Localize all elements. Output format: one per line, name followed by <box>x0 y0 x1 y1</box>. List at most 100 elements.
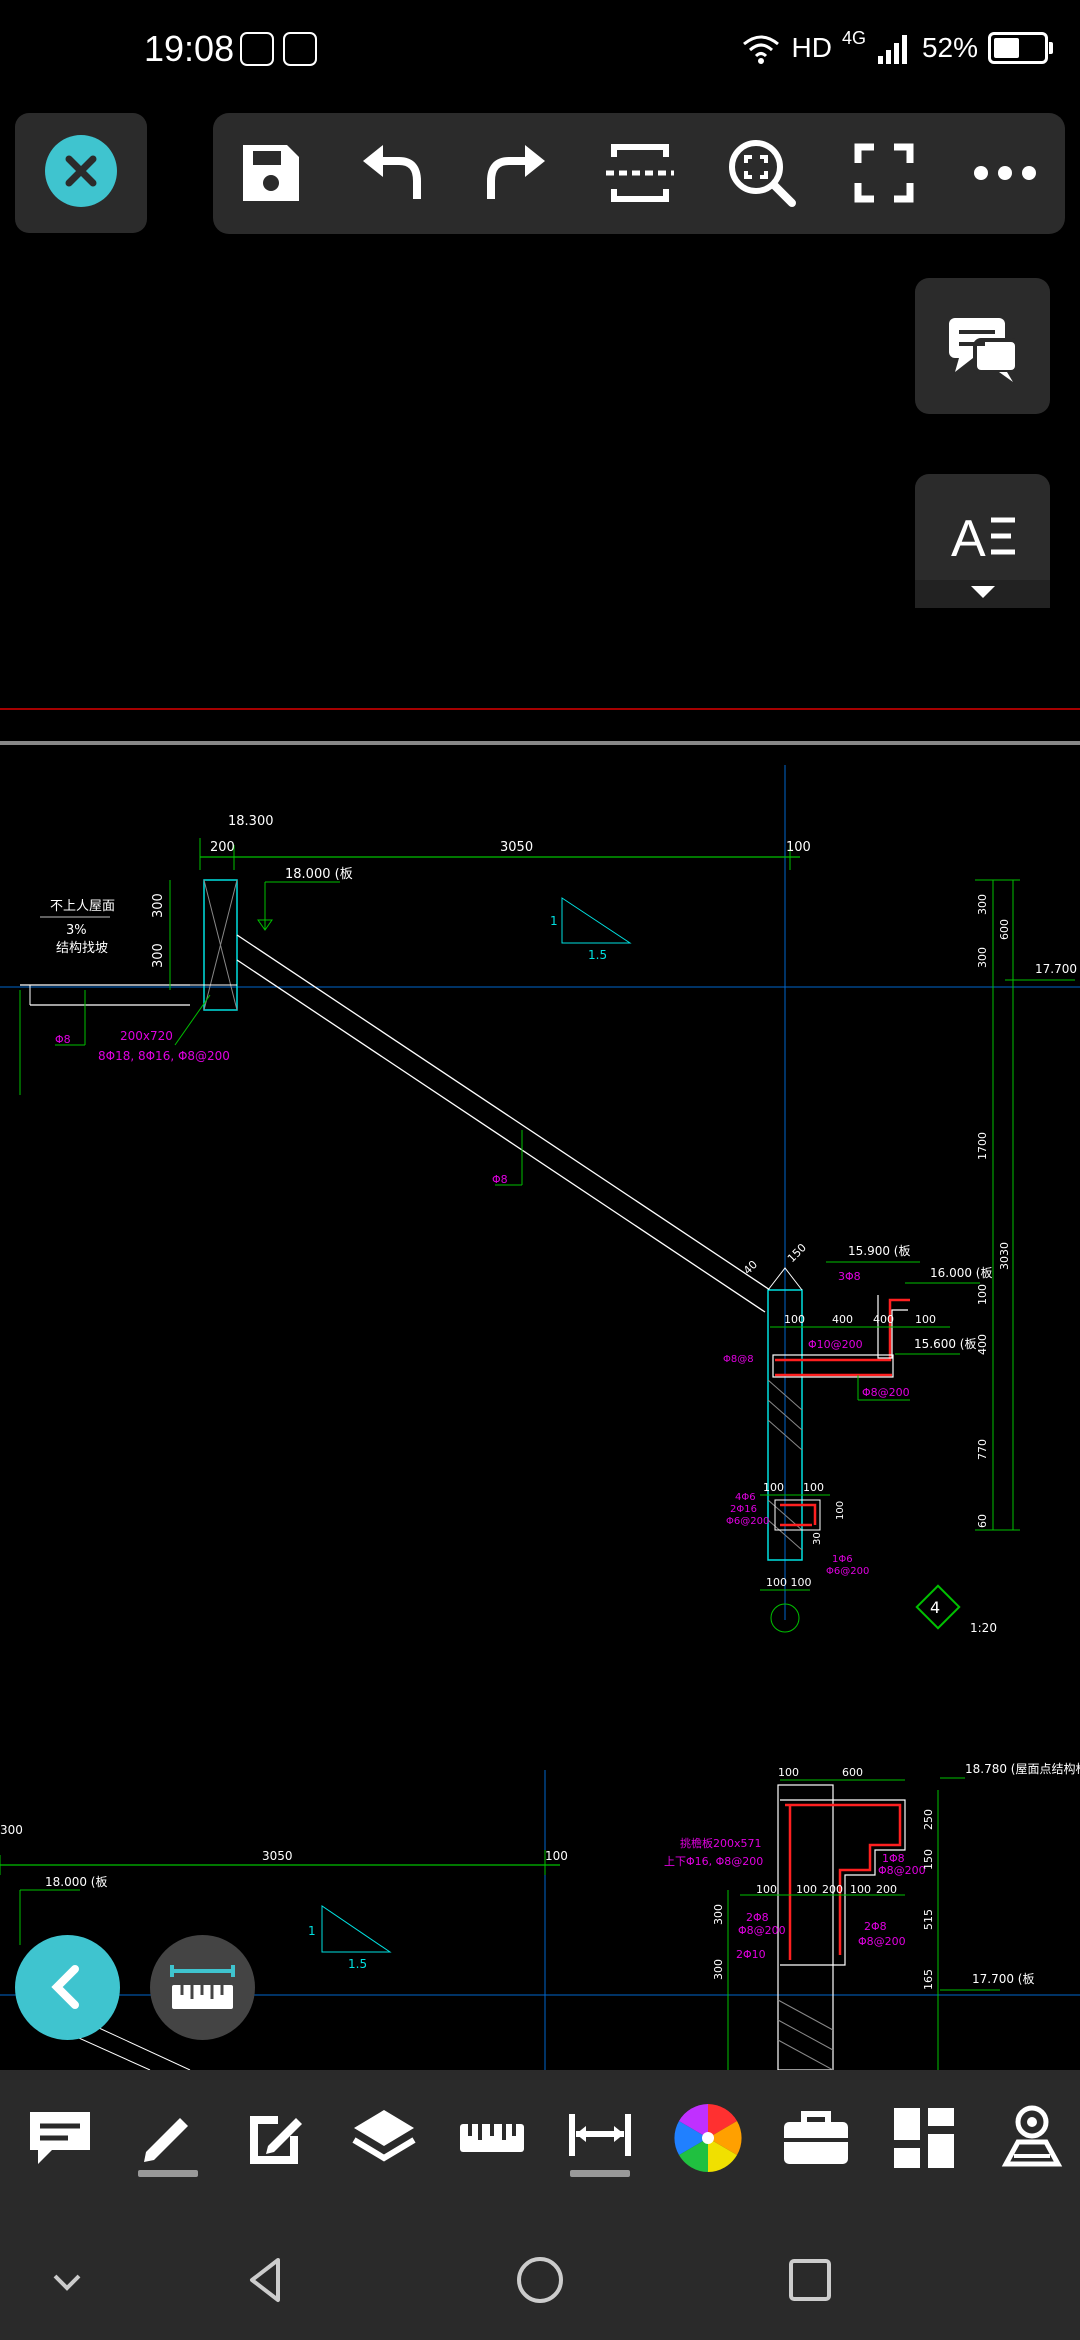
text-style-button[interactable]: A <box>915 474 1050 608</box>
layout-icon <box>894 2108 954 2168</box>
recents-icon <box>789 2259 831 2301</box>
dimension-underline <box>570 2170 630 2177</box>
dim-label: 1700 <box>976 1132 989 1160</box>
rebar-label: 挑檐板200x571 <box>680 1836 762 1850</box>
rebar-label: 2Φ8 <box>746 1911 769 1924</box>
fullscreen-button[interactable] <box>844 133 924 213</box>
comment-tool-button[interactable] <box>22 2100 98 2176</box>
cad-drawing[interactable]: 18.300 200 3050 100 18.000 (板 不上人屋面 3% 结… <box>0 700 1080 2071</box>
cad-drawing-canvas[interactable]: 18.300 200 3050 100 18.000 (板 不上人屋面 3% 结… <box>0 700 1080 2071</box>
layout-button[interactable] <box>886 2100 962 2176</box>
dim-label: 17.700 (板 <box>972 1972 1035 1986</box>
section-button[interactable] <box>600 133 680 213</box>
dim-label: 150 <box>785 1241 809 1265</box>
back-button[interactable] <box>238 2250 298 2310</box>
dim-label: 150 <box>922 1849 935 1870</box>
edit-icon <box>250 2116 302 2164</box>
rebar-label: 4Φ6 <box>735 1492 756 1503</box>
layout-manager-icon <box>1001 2105 1063 2167</box>
toolbox-icon <box>784 2111 848 2164</box>
collapse-button[interactable] <box>15 1935 120 2040</box>
dim-label: 600 <box>998 919 1011 940</box>
rebar-label: 1Φ6 <box>832 1554 853 1565</box>
dim-label: 3050 <box>500 840 533 855</box>
dim-label: 100 <box>778 1766 799 1779</box>
toolbox-button[interactable] <box>778 2100 854 2176</box>
zoom-extents-button[interactable] <box>722 133 802 213</box>
note-label: 不上人屋面 <box>50 899 115 914</box>
dim-label: 15.600 (板 <box>914 1337 977 1351</box>
note-label: 3% <box>66 923 87 938</box>
dim-label: 100 <box>915 1313 936 1326</box>
back-icon <box>250 2258 280 2302</box>
rebar-label: 上下Φ16, Φ8@200 <box>664 1855 763 1868</box>
home-button[interactable] <box>510 2250 570 2310</box>
dim-label: 400 <box>873 1313 894 1326</box>
scale-label: 1:20 <box>970 1621 997 1635</box>
dim-label: 60 <box>976 1514 989 1528</box>
save-button[interactable] <box>231 133 311 213</box>
color-tool-button[interactable] <box>670 2100 746 2176</box>
edit-tool-button[interactable] <box>238 2100 314 2176</box>
dim-label: 40 <box>741 1258 760 1277</box>
svg-text:A: A <box>951 510 986 568</box>
recents-button[interactable] <box>780 2250 840 2310</box>
rebar-label: Φ8@200 <box>858 1935 906 1948</box>
dim-label: 100 <box>803 1481 824 1494</box>
navigation-bar <box>0 2220 1080 2340</box>
signal-type: 4G <box>841 27 866 48</box>
top-toolbar <box>213 113 1065 234</box>
undo-button[interactable] <box>353 133 433 213</box>
dim-label: 770 <box>976 1439 989 1460</box>
layers-icon <box>352 2110 416 2162</box>
slope-label: 1.5 <box>588 948 607 962</box>
pencil-tool-button[interactable] <box>130 2100 206 2177</box>
dim-label: 200 <box>210 840 235 855</box>
ruler-icon <box>460 2124 524 2152</box>
comments-button[interactable] <box>915 278 1050 414</box>
layers-tool-button[interactable] <box>346 2100 422 2176</box>
dimension-icon <box>569 2114 631 2156</box>
rebar-label: Φ6@200 <box>826 1566 869 1577</box>
dim-label: 100 <box>786 840 811 855</box>
ruler-icon <box>170 1965 235 2009</box>
dim-label: 3050 <box>262 1849 293 1863</box>
undo-icon <box>363 145 421 199</box>
dim-label: 100 <box>756 1883 777 1896</box>
dim-label: 200 <box>876 1883 897 1896</box>
rebar-label: Φ10@200 <box>808 1338 863 1351</box>
close-button[interactable] <box>45 135 117 207</box>
rebar-label: Φ8 <box>55 1033 71 1046</box>
measure-tool-button[interactable] <box>454 2100 530 2176</box>
layout-manager-button[interactable] <box>994 2100 1070 2176</box>
rebar-label: 3Φ8 <box>838 1270 861 1283</box>
dim-label: 18.000 (板 <box>45 1875 108 1889</box>
chevron-left-icon <box>51 1965 79 2009</box>
more-button[interactable] <box>965 133 1045 213</box>
dim-label: 18.000 (板 <box>285 867 353 882</box>
redo-button[interactable] <box>475 133 555 213</box>
slope-label: 1 <box>550 914 558 928</box>
gallery-app-icon <box>283 32 317 66</box>
dim-label: 300 <box>712 1904 725 1925</box>
dim-label: 400 <box>832 1313 853 1326</box>
measure-button[interactable] <box>150 1935 255 2040</box>
rebar-label: Φ8 <box>492 1173 508 1186</box>
dim-label: 300 <box>151 893 166 918</box>
close-icon <box>65 155 97 187</box>
dim-label: 100 <box>763 1481 784 1494</box>
dim-label: 100 <box>976 1284 989 1305</box>
dimension-tool-button[interactable] <box>562 2100 638 2177</box>
dim-label: 515 <box>922 1909 935 1930</box>
dim-label: 15.900 (板 <box>848 1244 911 1258</box>
hide-nav-button[interactable] <box>37 2250 97 2310</box>
dim-label: 250 <box>922 1809 935 1830</box>
color-wheel-icon <box>674 2104 742 2172</box>
text-style-icon: A <box>915 510 1050 608</box>
rebar-label: Φ6@200 <box>726 1516 769 1527</box>
rebar-label: 2Φ10 <box>736 1948 766 1961</box>
rebar-label: 2Φ16 <box>730 1504 757 1515</box>
detail-number: 4 <box>930 1598 940 1617</box>
dim-label: 300 <box>0 1823 23 1837</box>
dim-label: 100 <box>850 1883 871 1896</box>
